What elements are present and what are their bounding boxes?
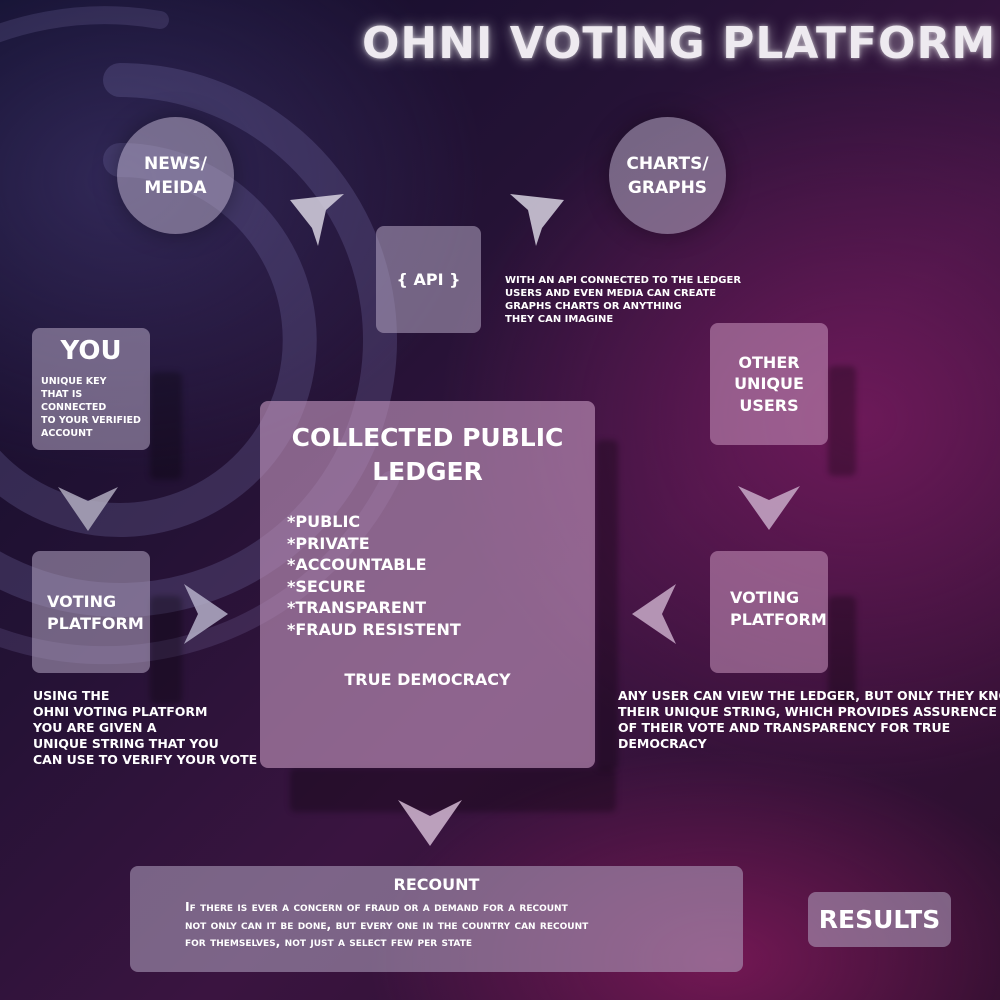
ledger-feature: *PUBLIC [287, 512, 361, 531]
arrow-down-center-icon [398, 800, 462, 846]
recount-box: RECOUNT If there is ever a concern of fr… [130, 866, 743, 972]
ledger-feature: *PRIVATE [287, 533, 370, 553]
voting-left-shadow [150, 596, 182, 704]
left-note: USING THE OHNI VOTING PLATFORM YOU ARE G… [33, 688, 257, 768]
charts-circle-line1: CHARTS/ [626, 153, 709, 174]
you-line: ACCOUNT [41, 428, 93, 439]
you-line: THAT IS CONNECTED [41, 389, 107, 413]
left-note-line: OHNI VOTING PLATFORM [33, 704, 208, 719]
news-media-circle: NEWS/ MEIDA [117, 117, 234, 234]
voting-left-line1: VOTING [47, 592, 117, 611]
arrow-down-left-icon [58, 487, 118, 531]
arrow-left-icon [632, 584, 676, 644]
news-circle-line2: MEIDA [144, 177, 207, 198]
api-note-line: GRAPHS CHARTS OR ANYTHING [505, 301, 682, 312]
ledger-feature: *SECURE [287, 576, 366, 596]
api-box: { API } [376, 226, 481, 333]
ledger-features-list: *PUBLIC *PRIVATE *ACCOUNTABLE *SECURE *T… [287, 511, 595, 640]
api-note-line: WITH AN API CONNECTED TO THE LEDGER [505, 275, 742, 286]
page-title: OHNI VOTING PLATFORM [362, 18, 997, 69]
api-label: { API } [396, 270, 461, 289]
api-note: WITH AN API CONNECTED TO THE LEDGER USER… [505, 274, 741, 326]
arrow-up-left-icon [290, 194, 344, 246]
results-label: RESULTS [818, 905, 941, 934]
other-users-line: UNIQUE [734, 374, 804, 394]
ledger-feature: *FRAUD RESISTENT [287, 619, 461, 639]
ledger-feature: *TRANSPARENT [287, 598, 427, 617]
voting-right-line1: VOTING [730, 588, 800, 607]
you-box-shadow [150, 372, 182, 480]
recount-line: for themselves, not just a select few pe… [185, 934, 472, 949]
other-users-shadow [828, 366, 856, 476]
ledger-title-line2: LEDGER [372, 457, 483, 486]
ledger-footer: TRUE DEMOCRACY [344, 670, 511, 689]
you-line: TO YOUR VERIFIED [41, 415, 141, 426]
recount-line: If there is ever a concern of fraud or a… [185, 899, 568, 914]
left-note-line: UNIQUE STRING THAT YOU [33, 736, 219, 751]
right-note: ANY USER CAN VIEW THE LEDGER, BUT ONLY T… [618, 688, 1000, 752]
arrow-right-icon [184, 584, 228, 644]
right-note-line: ANY USER CAN VIEW THE LEDGER, BUT ONLY T… [618, 688, 1000, 703]
right-note-line: OF THEIR VOTE AND TRANSPARENCY FOR TRUE [618, 720, 951, 735]
api-note-line: THEY CAN IMAGINE [505, 314, 614, 325]
you-box: YOU UNIQUE KEY THAT IS CONNECTED TO YOUR… [32, 328, 150, 450]
api-note-line: USERS AND EVEN MEDIA CAN CREATE [505, 288, 717, 299]
voting-platform-left-box: VOTING PLATFORM [32, 551, 150, 673]
recount-title: RECOUNT [393, 875, 480, 894]
results-box: RESULTS [808, 892, 951, 947]
right-note-line: DEMOCRACY [618, 736, 707, 751]
voting-left-line2: PLATFORM [47, 614, 144, 633]
charts-graphs-circle: CHARTS/ GRAPHS [609, 117, 726, 234]
voting-right-line2: PLATFORM [730, 610, 827, 629]
charts-circle-line2: GRAPHS [627, 177, 708, 198]
left-note-line: YOU ARE GIVEN A [33, 720, 157, 735]
voting-platform-right-box: VOTING PLATFORM [710, 551, 828, 673]
voting-right-shadow [828, 596, 856, 706]
other-users-line: USERS [739, 395, 799, 415]
ledger-title-line1: COLLECTED PUBLIC [291, 423, 564, 452]
ledger-box: COLLECTED PUBLIC LEDGER *PUBLIC *PRIVATE… [260, 401, 595, 768]
arrow-up-right-icon [510, 194, 564, 246]
ledger-feature: *ACCOUNTABLE [287, 555, 427, 574]
other-users-box: OTHER UNIQUE USERS [710, 323, 828, 445]
right-note-line: THEIR UNIQUE STRING, WHICH PROVIDES ASSU… [618, 704, 997, 719]
recount-line: not only can it be done, but every one i… [185, 916, 589, 932]
arrow-down-right-icon [738, 486, 800, 530]
ledger-shadow-right [596, 440, 618, 770]
left-note-line: CAN USE TO VERIFY YOUR VOTE [33, 752, 258, 767]
you-heading: YOU [60, 336, 122, 366]
news-circle-line1: NEWS/ [143, 153, 208, 174]
you-line: UNIQUE KEY [41, 376, 107, 387]
left-note-line: USING THE [33, 688, 110, 703]
other-users-line: OTHER [738, 352, 800, 372]
